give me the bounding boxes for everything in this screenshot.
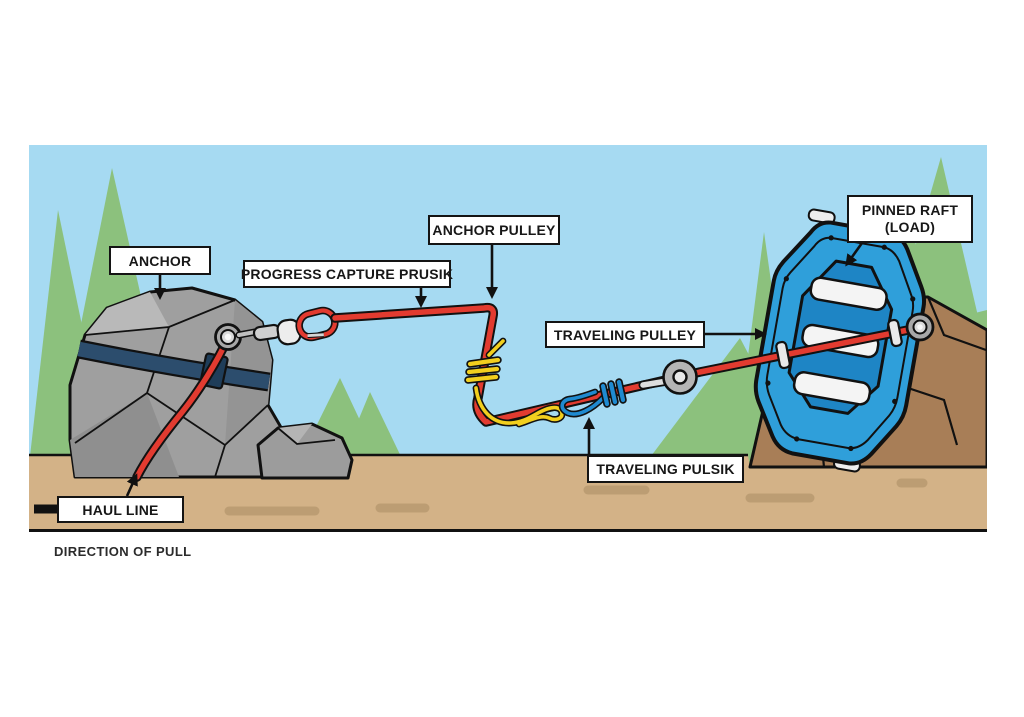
raft-top-handle — [807, 208, 836, 225]
label-haul-line: HAUL LINE — [57, 496, 184, 523]
label-progress-capture-prusik: PROGRESS CAPTURE PRUSIK — [241, 260, 453, 288]
blue-prusik-wraps — [599, 378, 627, 408]
ground-dashes — [224, 467, 928, 516]
label-traveling-pulsik: TRAVELING PULSIK — [587, 455, 744, 483]
rope-bands — [775, 318, 903, 370]
label-pinned-raft-line2: (LOAD) — [884, 219, 936, 235]
anchor-hardware — [214, 306, 339, 351]
quick-link — [252, 323, 282, 342]
raft-attachment-dots — [765, 235, 916, 452]
direction-of-pull-caption: DIRECTION OF PULL — [54, 544, 192, 559]
yellow-prusik-wraps — [464, 356, 502, 384]
raft-pin-ring — [905, 312, 935, 342]
scene-drawing — [29, 145, 987, 529]
yellow-prusik — [464, 337, 566, 428]
small-rock — [256, 422, 354, 480]
arrow-pinned-raft — [845, 242, 864, 267]
diagram-panel: ANCHOR PROGRESS CAPTURE PRUSIK ANCHOR PU… — [29, 145, 987, 532]
label-traveling-pulley: TRAVELING PULLEY — [545, 321, 705, 348]
label-anchor-pulley: ANCHOR PULLEY — [428, 215, 560, 245]
haul-line-rope — [132, 333, 233, 482]
bush-middle-2 — [339, 392, 406, 467]
label-pinned-raft: PINNED RAFT (LOAD) — [847, 195, 973, 243]
label-pinned-raft-line1: PINNED RAFT — [861, 202, 959, 219]
blue-prusik — [558, 378, 627, 418]
traveling-pulley — [638, 359, 698, 395]
arrow-haul-line — [125, 473, 138, 497]
label-anchor: ANCHOR — [109, 246, 211, 275]
pointer-arrows — [125, 242, 864, 497]
